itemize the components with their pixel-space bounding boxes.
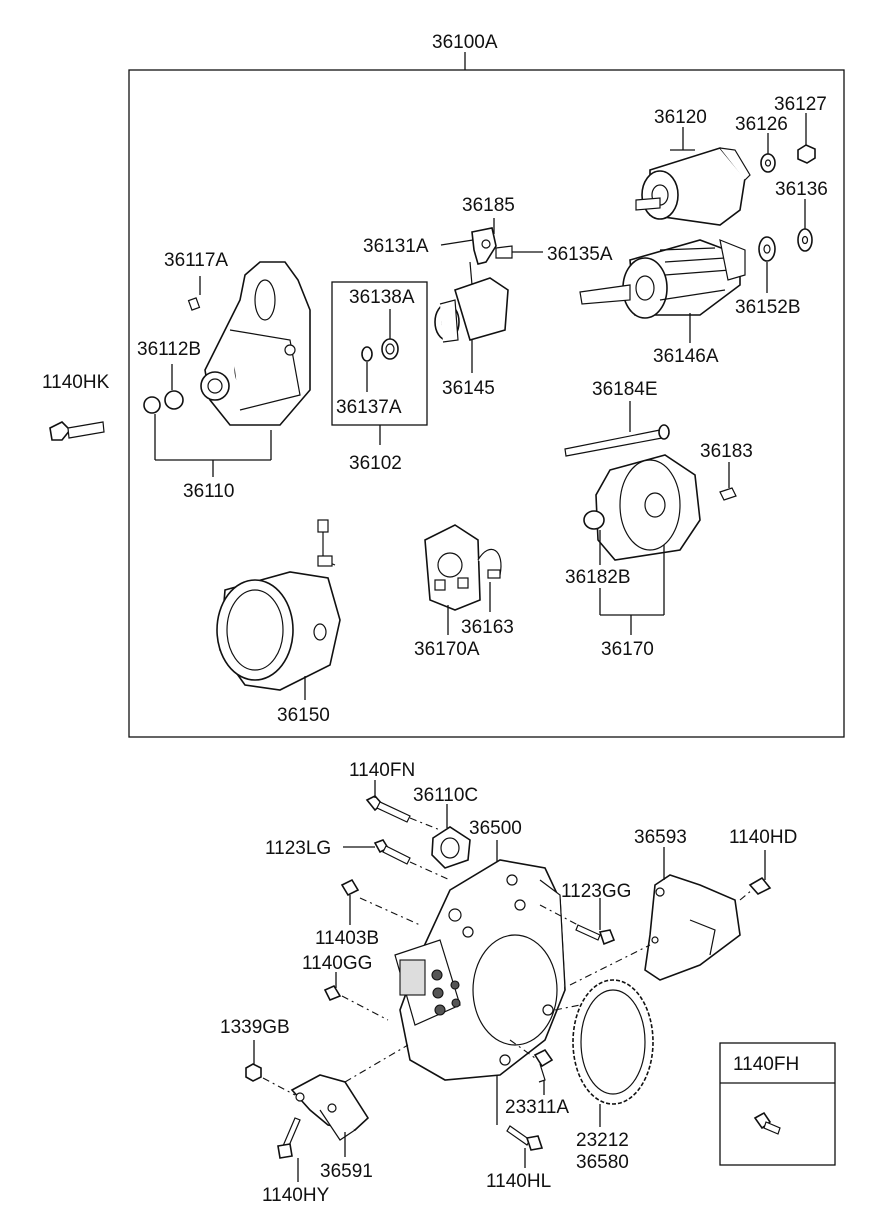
rear-cover-part [583, 454, 701, 561]
label-1140HK: 1140HK [42, 372, 110, 393]
label-11403B: 11403B [315, 928, 379, 949]
label-36135A: 36135A [547, 244, 613, 265]
label-36163: 36163 [461, 617, 514, 638]
label-1140FH: 1140FH [733, 1054, 799, 1075]
bracket-36593-part [644, 874, 741, 981]
label-36580: 36580 [576, 1152, 629, 1173]
label-36150: 36150 [277, 705, 330, 726]
label-36185: 36185 [462, 195, 515, 216]
screw-1140fh-part [753, 1111, 781, 1135]
gasket-part [431, 826, 471, 869]
lever-part [469, 227, 513, 286]
brush-holder-part [424, 524, 502, 611]
bolt-1140hl-part [506, 1125, 544, 1151]
label-36110C: 36110C [413, 785, 478, 806]
bolt-1140hk-part [49, 421, 105, 441]
bolt-1140hy-part [277, 1117, 301, 1159]
label-1339GB: 1339GB [220, 1017, 290, 1038]
label-36110: 36110 [183, 481, 234, 502]
label-36145: 36145 [442, 378, 495, 399]
label-36102: 36102 [349, 453, 402, 474]
label-36100A: 36100A [432, 32, 498, 53]
label-1140HL: 1140HL [486, 1171, 551, 1192]
bolt-1140hd-part [748, 876, 772, 895]
label-1140HY: 1140HY [262, 1185, 330, 1206]
bolt-1140gg-part [323, 984, 342, 1002]
bolt-1123lg-part [373, 839, 411, 865]
label-36137A: 36137A [336, 397, 402, 418]
label-36117A: 36117A [164, 250, 228, 271]
label-36112B: 36112B [137, 339, 201, 360]
transmission-housing-part [394, 859, 566, 1081]
label-1140FN: 1140FN [349, 760, 415, 781]
assembly-frame [128, 69, 845, 738]
solenoid-part [635, 147, 751, 226]
ring-gear-part [572, 979, 654, 1105]
label-36184E: 36184E [592, 379, 658, 400]
bolt-11403b-part [340, 878, 360, 897]
label-36126: 36126 [735, 114, 788, 135]
label-36170A: 36170A [414, 639, 480, 660]
front-housing-part [200, 261, 311, 426]
label-36120: 36120 [654, 107, 707, 128]
bracket-36591-part [290, 1074, 370, 1141]
label-1123GG: 1123GG [561, 881, 631, 902]
inset-box [719, 1042, 836, 1166]
label-23311A: 23311A [505, 1097, 569, 1118]
label-36127: 36127 [774, 94, 827, 115]
label-36182B: 36182B [565, 567, 631, 588]
label-36146A: 36146A [653, 346, 719, 367]
label-23212: 23212 [576, 1130, 629, 1151]
label-36591: 36591 [320, 1161, 373, 1182]
label-1123LG: 1123LG [265, 838, 331, 859]
through-bolt-part [564, 424, 670, 457]
armature-part [579, 239, 746, 319]
label-36500: 36500 [469, 818, 522, 839]
yoke-part [216, 519, 341, 691]
nut-part [797, 144, 816, 164]
screw-36183-part [719, 487, 737, 501]
label-1140GG: 1140GG [302, 953, 372, 974]
label-36170: 36170 [601, 639, 654, 660]
label-36593: 36593 [634, 827, 687, 848]
pinion-gear-part [434, 277, 509, 343]
label-36152B: 36152B [735, 297, 801, 318]
bolt-1123gg-part [575, 924, 616, 946]
label-36183: 36183 [700, 441, 753, 462]
label-36136: 36136 [775, 179, 828, 200]
label-36131A: 36131A [363, 236, 429, 257]
label-36138A: 36138A [349, 287, 415, 308]
bolt-1140fn-part [365, 795, 411, 823]
bolt-23311a-part [533, 1048, 554, 1083]
nut-1339gb-part [245, 1063, 262, 1082]
label-1140HD: 1140HD [729, 827, 797, 848]
